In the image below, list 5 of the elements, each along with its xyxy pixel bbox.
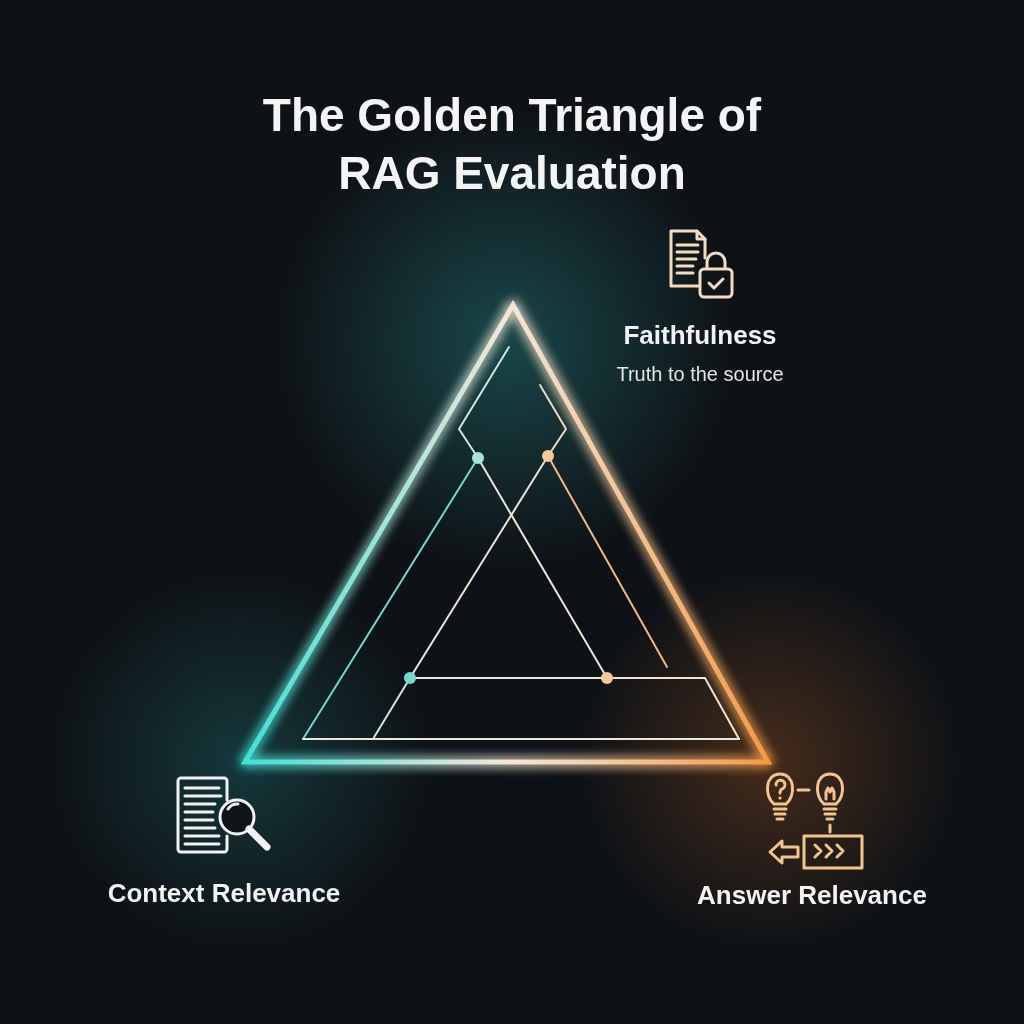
metric-description: Truth to the source [616,362,784,386]
diagram-title: The Golden Triangle of RAG Evaluation [261,88,763,201]
metric-name: Faithfulness [623,320,777,350]
metric-name: Answer Relevance [697,880,927,910]
metric-name: Context Relevance [107,878,341,908]
